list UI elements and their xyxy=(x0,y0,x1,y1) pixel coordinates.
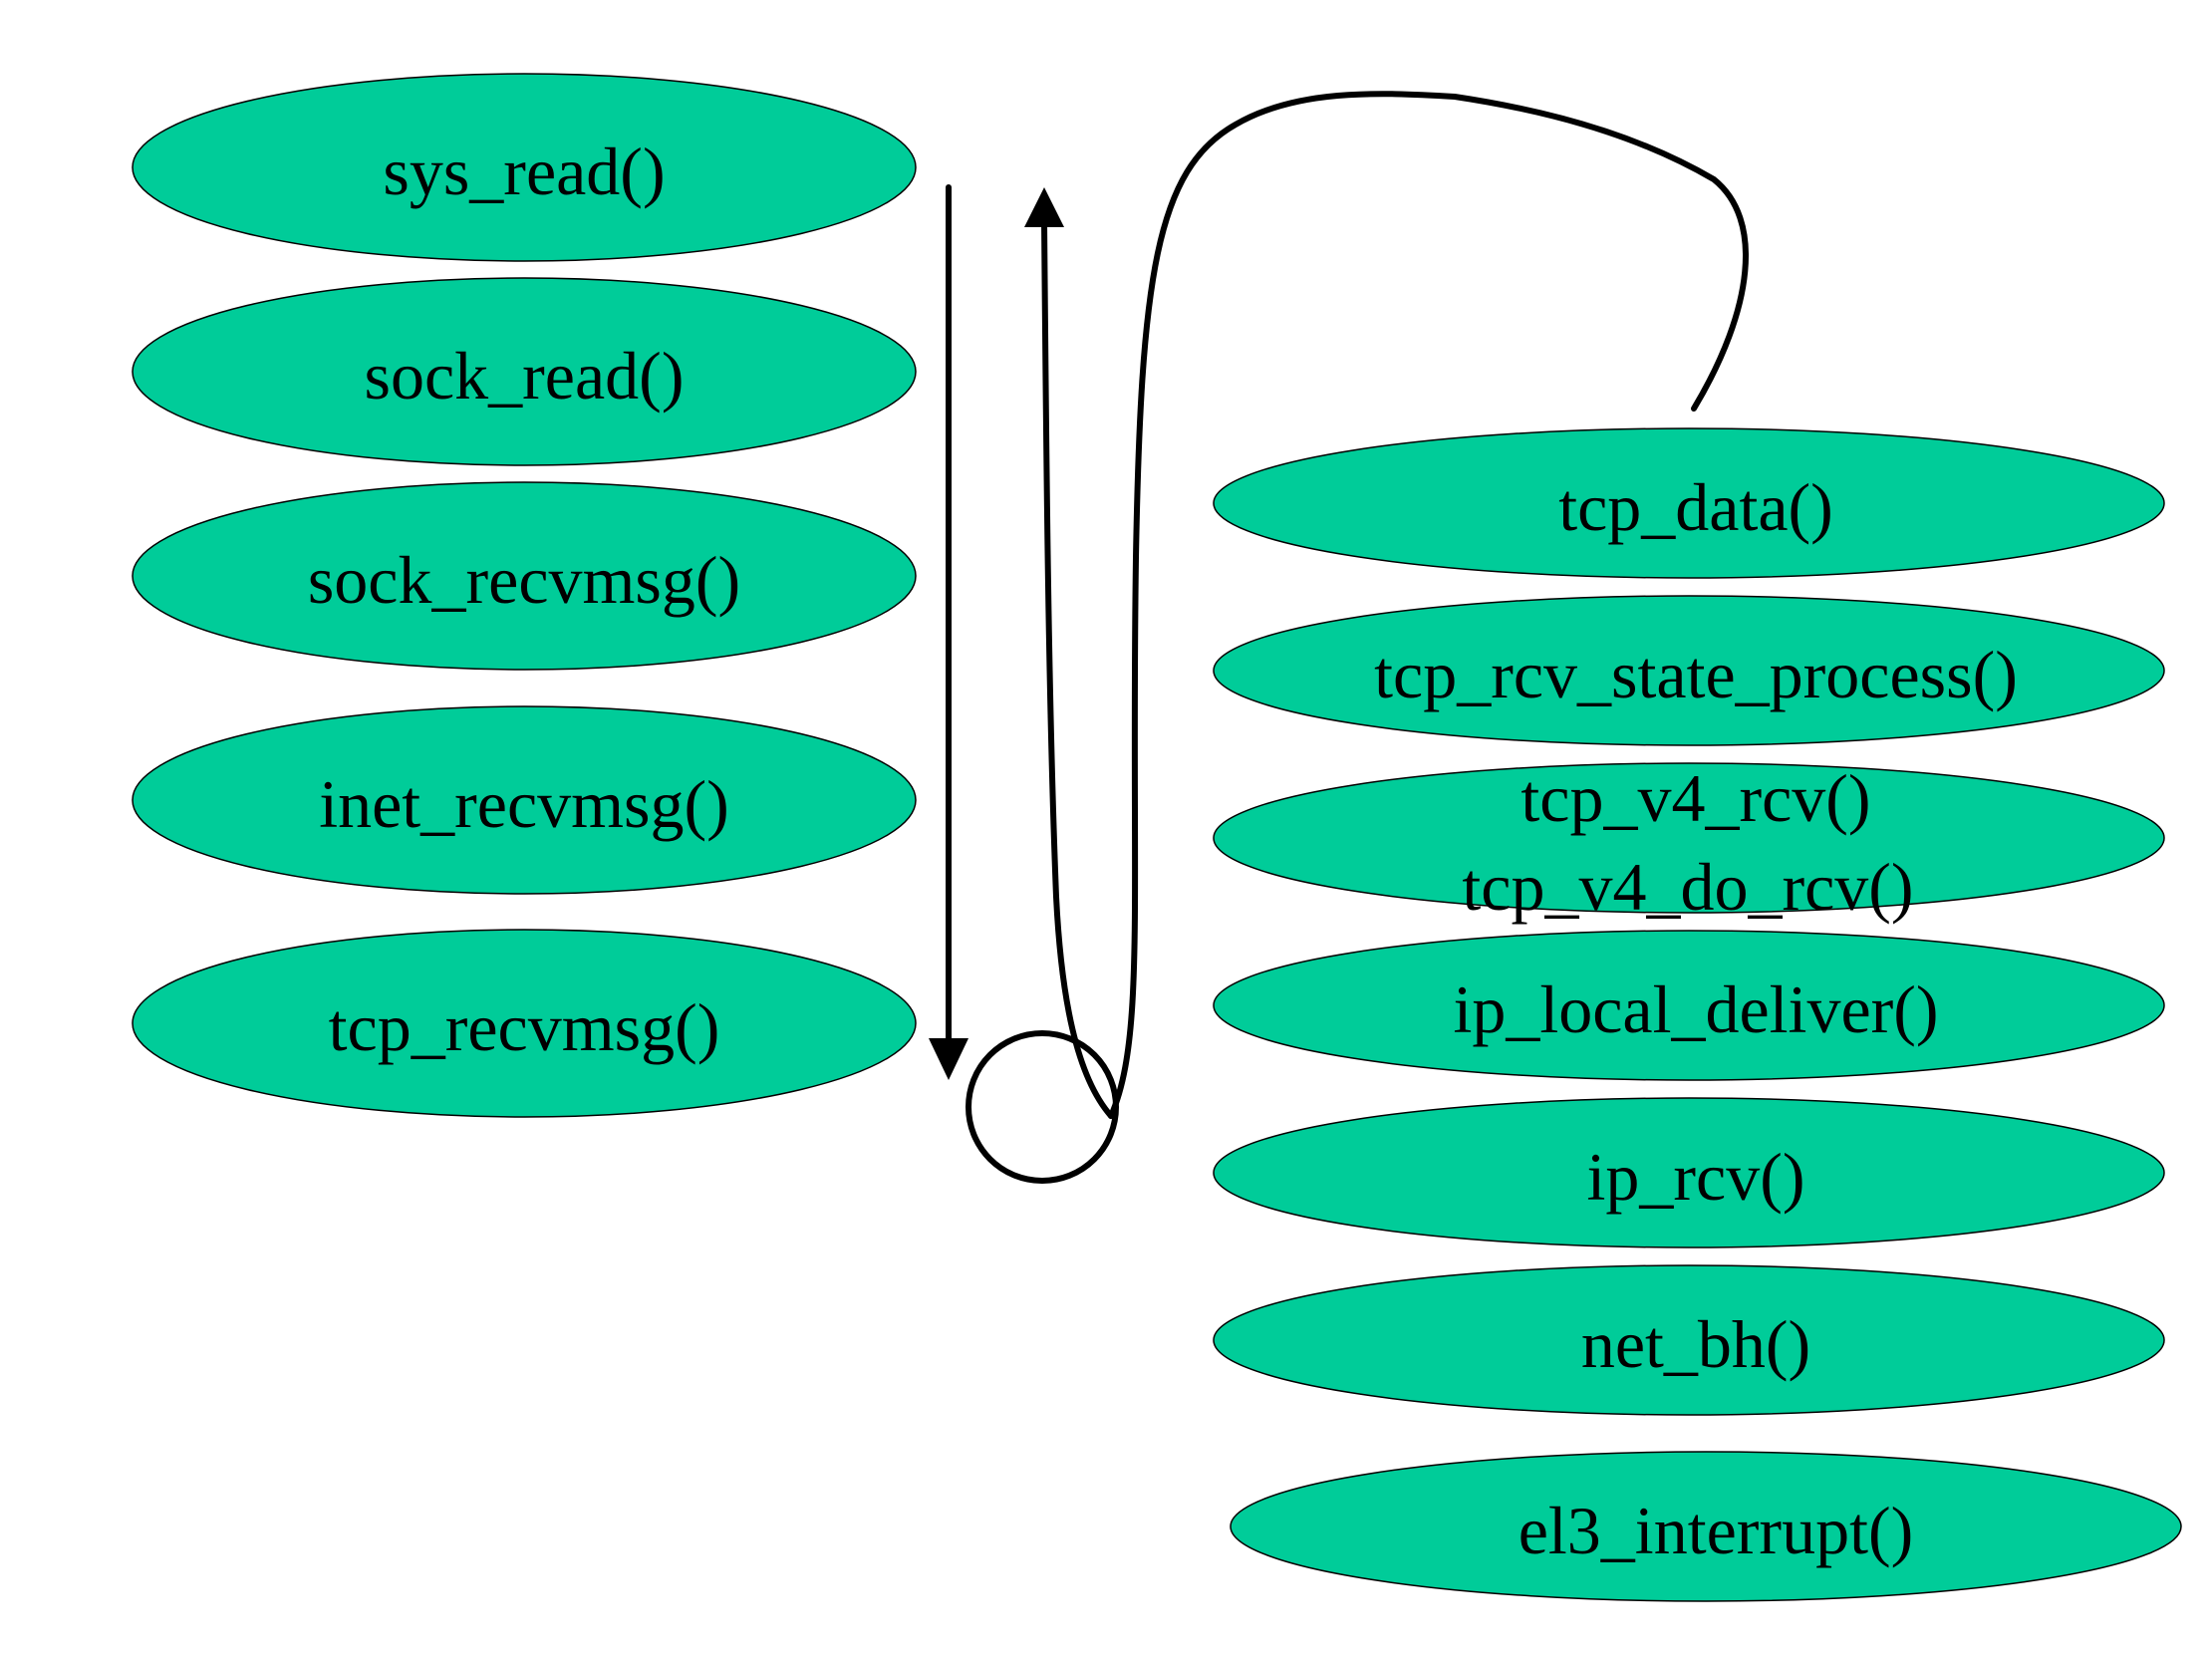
wakeup-curve xyxy=(1108,91,1749,1119)
node-tcp-recvmsg-label: tcp_recvmsg() xyxy=(329,989,720,1065)
up-arrow xyxy=(1024,187,1114,1119)
up-arrow-head xyxy=(1024,187,1064,227)
up-arrow-shaft xyxy=(1041,218,1114,1119)
node-inet-recvmsg: inet_recvmsg() xyxy=(132,705,917,895)
node-ip-local-deliver: ip_local_deliver() xyxy=(1213,930,2165,1081)
node-sys-read: sys_read() xyxy=(132,73,917,262)
node-el3-interrupt-label: el3_interrupt() xyxy=(1519,1493,1914,1568)
node-tcp-data: tcp_data() xyxy=(1213,427,2165,579)
node-inet-recvmsg-ellipse xyxy=(132,705,917,895)
node-net-bh: net_bh() xyxy=(1213,1264,2165,1416)
node-inet-recvmsg-label: inet_recvmsg() xyxy=(319,766,729,842)
node-el3-interrupt: el3_interrupt() xyxy=(1230,1451,2182,1602)
node-ip-local-deliver-ellipse xyxy=(1213,930,2165,1081)
left-call-stack: sys_read() sock_read() sock_recvmsg() in… xyxy=(132,73,917,1118)
node-ip-rcv-ellipse xyxy=(1213,1097,2165,1248)
node-tcp-rcv-state-process-ellipse xyxy=(1213,595,2165,746)
node-tcp-data-label: tcp_data() xyxy=(1558,469,1833,545)
node-sock-recvmsg-label: sock_recvmsg() xyxy=(308,542,740,618)
node-ip-rcv: ip_rcv() xyxy=(1213,1097,2165,1248)
node-sock-recvmsg-ellipse xyxy=(132,481,917,671)
right-call-stack: tcp_data() tcp_rcv_state_process() tcp_v… xyxy=(1213,427,2182,1602)
node-sock-read-label: sock_read() xyxy=(365,338,685,414)
node-tcp-v4-rcv-label-line1: tcp_v4_rcv() xyxy=(1521,760,1870,836)
node-tcp-v4-rcv-ellipse xyxy=(1213,762,2165,914)
node-sock-recvmsg: sock_recvmsg() xyxy=(132,481,917,671)
node-sys-read-ellipse xyxy=(132,73,917,262)
node-ip-local-deliver-label: ip_local_deliver() xyxy=(1453,971,1938,1047)
node-tcp-recvmsg: tcp_recvmsg() xyxy=(132,929,917,1118)
node-sock-read-ellipse xyxy=(132,277,917,466)
node-el3-interrupt-ellipse xyxy=(1230,1451,2182,1602)
node-tcp-v4-rcv-label-line2: tcp_v4_do_rcv() xyxy=(1462,849,1913,925)
node-tcp-rcv-state-process: tcp_rcv_state_process() xyxy=(1213,595,2165,746)
node-tcp-recvmsg-ellipse xyxy=(132,929,917,1118)
node-sock-read: sock_read() xyxy=(132,277,917,466)
wait-loop-circle xyxy=(966,1030,1119,1184)
node-tcp-data-ellipse xyxy=(1213,427,2165,579)
node-ip-rcv-label: ip_rcv() xyxy=(1586,1139,1804,1215)
down-arrow-head xyxy=(929,1038,968,1080)
node-tcp-v4-rcv: tcp_v4_rcv() tcp_v4_do_rcv() xyxy=(1213,760,2165,925)
node-net-bh-ellipse xyxy=(1213,1264,2165,1416)
node-tcp-rcv-state-process-label: tcp_rcv_state_process() xyxy=(1374,637,2018,712)
node-net-bh-label: net_bh() xyxy=(1581,1306,1810,1382)
node-sys-read-label: sys_read() xyxy=(383,134,665,209)
down-arrow xyxy=(929,184,968,1080)
